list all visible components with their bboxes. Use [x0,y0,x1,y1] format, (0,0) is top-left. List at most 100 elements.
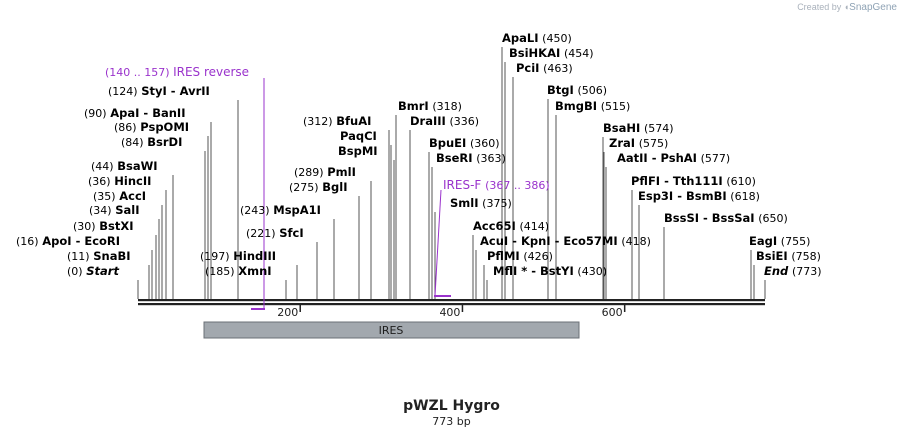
feature-ires-bar[interactable] [203,321,580,339]
tick-label-600: 600 [602,306,623,319]
map-title-block: pWZL Hygro 773 bp [0,398,903,428]
enzyme-name: MspA1I [273,203,321,217]
site-position: (30) [73,220,96,233]
primer-ires-reverse-label: (140 .. 157) IRES reverse [105,65,249,79]
site-position: (275) [289,181,319,194]
site-labels: (0) Start(11) SnaBI(16) ApoI - EcoRI(30)… [16,31,822,278]
site-label-smli: SmlI (375) [450,196,512,210]
site-label-sali: (34) SalI [89,203,140,217]
snapgene-logo-icon: ◖ [843,2,850,12]
enzyme-name: BsiHKAI [509,46,560,60]
site-position: (426) [523,250,553,263]
enzyme-name: ZraI [609,136,635,150]
site-label-xmni: (185) XmnI [205,264,272,278]
site-position: (454) [564,47,594,60]
enzyme-name: AccI [119,189,146,203]
feature-track: IRES [203,321,580,339]
primer-name: IRES reverse [173,65,249,79]
site-position: (312) [303,115,333,128]
site-label-mspa1i: (243) MspA1I [240,203,321,217]
enzyme-name: BfuAI [336,114,371,128]
site-label-bpuei: BpuEI (360) [429,136,500,150]
enzyme-name: HindIII [233,249,276,263]
site-label-eagi: EagI (755) [749,234,810,248]
site-position: (289) [294,166,324,179]
enzyme-name: BglI [322,180,347,194]
enzyme-name: BmgBI [555,99,597,113]
site-position: (221) [246,227,276,240]
site-label-bfuai: (312) BfuAI [303,114,371,128]
site-label-draiii: DraIII (336) [410,114,479,128]
site-label-pflmi: PflMI (426) [487,249,553,263]
site-label-esp3i-bsmbi: Esp3I - BsmBI (618) [638,189,760,203]
site-position: (506) [577,84,607,97]
enzyme-name: SnaBI [93,249,130,263]
site-label-apoi-ecori: (16) ApoI - EcoRI [16,234,120,248]
site-label-zrai: ZraI (575) [609,136,668,150]
site-label-bsiei: BsiEI (758) [756,249,821,263]
site-label-snabi: (11) SnaBI [67,249,131,263]
enzyme-name: PflMI [487,249,520,263]
site-label-paqci: PaqCI [340,129,377,143]
site-position: (375) [482,197,512,210]
dna-strand-top [138,299,765,302]
primer-ires-f-label: IRES-F (367 .. 386) [443,178,550,192]
site-position: (610) [726,175,756,188]
enzyme-name: BpuEI [429,136,466,150]
credit-prefix: Created by [797,2,842,12]
enzyme-name: PflFI - Tth111I [631,174,723,188]
site-position: (755) [781,235,811,248]
site-label-sfci: (221) SfcI [246,226,304,240]
site-label-end: End (773) [764,264,822,278]
primer-ires-f-leader [434,189,442,297]
site-position: (430) [577,265,607,278]
site-position: (35) [93,190,116,203]
enzyme-name: BsiEI [756,249,788,263]
site-position: (758) [791,250,821,263]
site-label-styi-avrii: (124) StyI - AvrII [108,84,210,98]
enzyme-name: Start [86,264,119,278]
site-position: (515) [601,100,631,113]
enzyme-name: PmlI [327,165,356,179]
enzyme-name: ApaLI [502,31,539,45]
enzyme-name: Acc65I [473,219,516,233]
site-position: (36) [88,175,111,188]
primer-range: (140 .. 157) [105,66,170,79]
site-label-pcii: PciI (463) [516,61,573,75]
enzyme-name: SalI [115,203,139,217]
enzyme-name: AcuI - KpnI - Eco57MI [480,234,618,248]
enzyme-name: AatII - PshAI [617,151,697,165]
site-position: (124) [108,85,138,98]
site-position: (86) [114,121,137,134]
site-label-bmgbi: BmgBI (515) [555,99,630,113]
enzyme-name: BmrI [398,99,429,113]
feature-ires-label: IRES [379,324,404,337]
site-position: (34) [89,204,112,217]
site-label-bmri: BmrI (318) [398,99,462,113]
enzyme-name: EagI [749,234,777,248]
enzyme-name: SmlI [450,196,479,210]
site-label-pflfi-tth111i: PflFI - Tth111I (610) [631,174,756,188]
plasmid-length: 773 bp [432,415,471,428]
enzyme-name: BsaHI [603,121,640,135]
enzyme-name: HincII [114,174,151,188]
site-position: (773) [792,265,822,278]
site-position: (0) [67,265,83,278]
site-position: (418) [621,235,651,248]
site-label-mfli-bstyi: MflI * - BstYI (430) [493,264,607,278]
primer-name: IRES-F [443,178,481,192]
enzyme-name: Esp3I - BsmBI [638,189,727,203]
site-label-hincii: (36) HincII [88,174,151,188]
site-position: (363) [476,152,506,165]
site-position: (243) [240,204,270,217]
site-position: (318) [432,100,462,113]
enzyme-name: ApoI - EcoRI [42,234,120,248]
credit-brand: SnapGene [849,2,897,13]
site-position: (90) [84,107,107,120]
tick-label-400: 400 [439,306,460,319]
site-label-acui-kpni-eco57mi: AcuI - KpnI - Eco57MI (418) [480,234,651,248]
site-label-bsssi-bsssai: BssSI - BssSaI (650) [664,211,788,225]
enzyme-name: BssSI - BssSaI [664,211,755,225]
